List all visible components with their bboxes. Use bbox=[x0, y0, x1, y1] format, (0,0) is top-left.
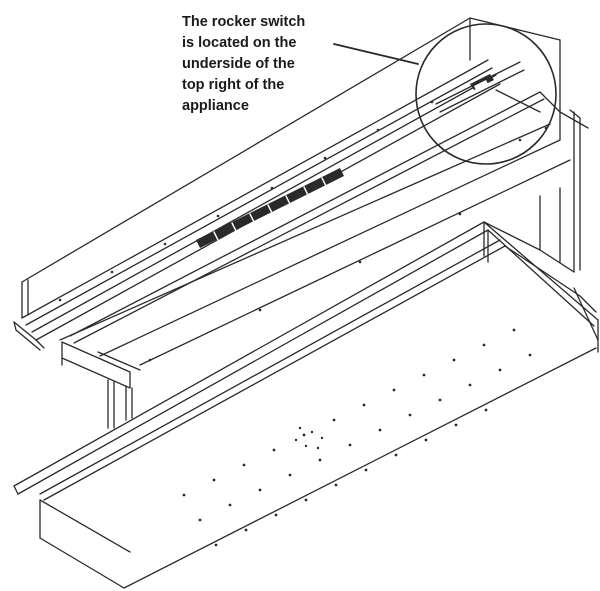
callout-line-3: underside of the bbox=[182, 56, 295, 72]
callout-line-1: The rocker switch bbox=[182, 14, 306, 30]
callout-line-4: top right of the bbox=[182, 77, 285, 93]
tray-perforations bbox=[182, 328, 532, 547]
callout-line-5: appliance bbox=[182, 98, 249, 114]
rocker-switch-icon bbox=[435, 61, 541, 113]
callout-leader-line bbox=[333, 43, 419, 65]
lower-tray bbox=[13, 187, 599, 589]
switch-callout-circle bbox=[415, 23, 557, 165]
callout-line-2: is located on the bbox=[182, 35, 297, 51]
vent-grille-slots bbox=[213, 177, 327, 241]
rocker-switch-callout-text: The rocker switch is located on the unde… bbox=[182, 12, 357, 117]
upper-fasteners bbox=[58, 100, 548, 362]
